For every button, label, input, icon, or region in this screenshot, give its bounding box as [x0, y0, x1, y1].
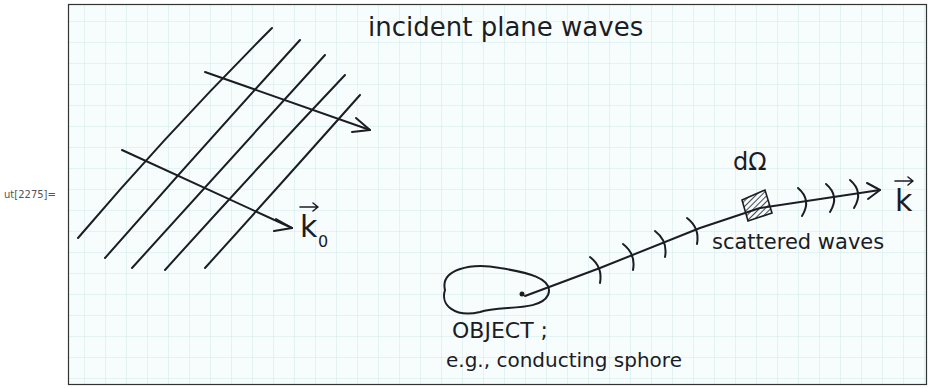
- grid-lines: [68, 4, 926, 384]
- heading-note: incident plane waves: [368, 14, 643, 40]
- scattered-wave: [590, 257, 601, 283]
- graph-paper: [68, 4, 926, 384]
- scattered-wave: [850, 180, 858, 208]
- object-outline: [444, 266, 549, 313]
- scattered-wave: [687, 218, 698, 244]
- object-label: OBJECT ;: [452, 320, 548, 342]
- arrow-head: [274, 219, 292, 231]
- propagation-arrow: [205, 72, 370, 130]
- scattered-wave: [826, 184, 834, 212]
- scattered-wave: [655, 231, 666, 257]
- wave-vector-arrow: [122, 150, 292, 228]
- arrow-head: [867, 183, 880, 199]
- scattered-wave: [623, 244, 634, 270]
- scattered-note: scattered waves: [712, 232, 884, 253]
- vector-mark: [895, 177, 913, 185]
- solid-angle-patch: [742, 190, 772, 221]
- wave-front: [132, 55, 325, 268]
- vector-mark: [300, 203, 318, 211]
- subscript: 0: [318, 234, 328, 250]
- example-note: e.g., conducting sphore: [446, 350, 682, 370]
- solid-angle-label: dΩ: [733, 150, 767, 174]
- wave-front: [205, 95, 360, 268]
- scattering-point: [520, 292, 525, 297]
- scattered-wave: [798, 188, 806, 216]
- arrow-head: [352, 118, 370, 132]
- wave-front: [165, 75, 345, 270]
- wave-front: [105, 40, 300, 258]
- wave-vector: k: [300, 212, 317, 242]
- frame: [69, 5, 927, 385]
- wave-vector: k: [895, 186, 912, 216]
- output-label: ut[2275]=: [4, 190, 56, 200]
